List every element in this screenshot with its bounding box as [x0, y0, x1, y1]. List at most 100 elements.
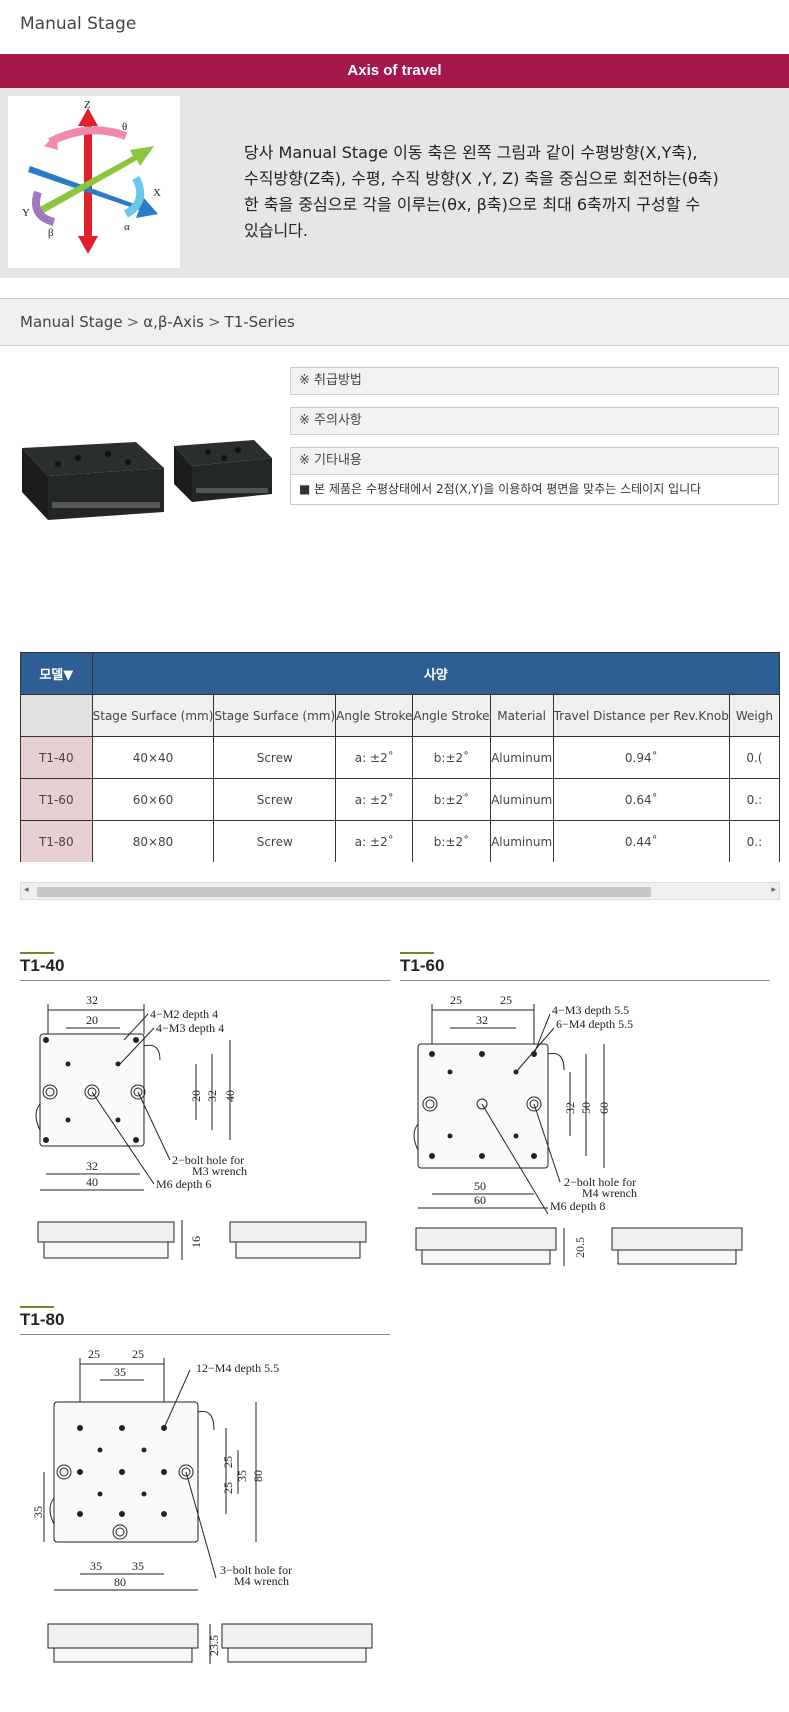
table-cell: 60×60 — [91, 778, 215, 821]
column-header: Material — [489, 694, 554, 737]
dim-label: 35 — [132, 1559, 144, 1573]
axis-label-x: X — [153, 187, 161, 199]
drawing-t1-60: T1-60 25 25 32 4−M3 depth 5.5 6−M4 dep — [400, 956, 770, 1276]
model-header[interactable]: 모델▼ — [20, 652, 93, 695]
axis-description-line: 수직방향(Z축), 수평, 수직 방향(X ,Y, Z) 축을 중심으로 회전하… — [244, 169, 719, 188]
dim-label: M3 wrench — [192, 1164, 247, 1178]
breadcrumb: Manual Stage > α,β-Axis > T1-Series — [20, 313, 295, 331]
dim-label: 2−bolt hole for — [564, 1175, 636, 1189]
column-header: Angle Stroke — [412, 694, 491, 737]
breadcrumb-item-axis[interactable]: α,β-Axis — [143, 313, 204, 331]
table-row: T1-60 60×60 Screw a: ±2˚ b:±2˚ Aluminum … — [20, 778, 780, 821]
column-header: Angle Stroke — [335, 694, 414, 737]
dim-label: M4 wrench — [234, 1574, 289, 1588]
dim-label: 32 — [86, 1159, 98, 1173]
model-subheader — [20, 694, 93, 737]
table-cell: 40×40 — [91, 736, 215, 779]
table-cell: b:±2˚ — [412, 778, 491, 821]
drawing-title: T1-60 — [400, 956, 770, 976]
drawing-t1-40: T1-40 32 20 4−M2 depth 4 4−M3 depth — [20, 956, 390, 1276]
dim-label: 40 — [86, 1175, 98, 1189]
dim-label: 32 — [205, 1090, 219, 1102]
table-cell: Aluminum — [489, 778, 554, 821]
dim-label: 35 — [90, 1559, 102, 1573]
dim-label: 20 — [189, 1090, 203, 1102]
dim-label: 25 — [500, 993, 512, 1007]
table-cell: 0.( — [728, 736, 780, 779]
dim-label: 25 — [450, 993, 462, 1007]
table-row: T1-80 80×80 Screw a: ±2˚ b:±2˚ Aluminum … — [20, 820, 780, 862]
info-description: ■ 본 제품은 수평상태에서 2점(X,Y)을 이용하여 평면을 맞추는 스테이… — [290, 475, 779, 505]
table-cell: a: ±2˚ — [335, 736, 414, 779]
table-cell: Screw — [213, 778, 337, 821]
dim-label: 32 — [476, 1013, 488, 1027]
table-cell: Screw — [213, 736, 337, 779]
breadcrumb-separator: > — [207, 313, 221, 331]
info-other[interactable]: ※ 기타내용 — [290, 447, 779, 475]
model-cell[interactable]: T1-60 — [20, 778, 93, 821]
axis-description-line: 한 축을 중심으로 각을 이루는(θx, β축)으로 최대 6축까지 구성할 수 — [244, 195, 701, 214]
dim-label: M4 wrench — [582, 1186, 637, 1200]
axis-of-travel-header: Axis of travel — [0, 54, 789, 88]
table-cell: a: ±2˚ — [335, 820, 414, 862]
dim-label: 4−M3 depth 5.5 — [552, 1003, 629, 1017]
model-cell[interactable]: T1-40 — [20, 736, 93, 779]
spec-table-container: 모델▼ 사양 Stage Surface (mm) Stage Surface … — [20, 652, 780, 862]
table-cell: 0.44˚ — [552, 820, 730, 862]
dim-label: 16 — [189, 1236, 203, 1248]
info-caution[interactable]: ※ 주의사항 — [290, 407, 779, 435]
table-cell: 0.: — [728, 778, 780, 821]
table-cell: 80×80 — [91, 820, 215, 862]
dim-label: 20.5 — [573, 1237, 587, 1258]
scroll-right-icon[interactable]: ▸ — [771, 885, 776, 895]
table-cell: Aluminum — [489, 820, 554, 862]
page-title: Manual Stage — [20, 14, 137, 34]
dim-label: 3−bolt hole for — [220, 1563, 292, 1577]
axis-label-z: Z — [84, 99, 91, 111]
dim-label: 35 — [235, 1470, 249, 1482]
dim-label: 60 — [474, 1193, 486, 1207]
axis-description-line: 있습니다. — [244, 221, 308, 240]
axis-description: 당사 Manual Stage 이동 축은 왼쪽 그림과 같이 수평방향(X,Y… — [244, 140, 744, 244]
table-cell: 0.94˚ — [552, 736, 730, 779]
dim-label: 2−bolt hole for — [172, 1153, 244, 1167]
dim-label: M6 depth 8 — [550, 1199, 605, 1213]
table-cell: b:±2˚ — [412, 820, 491, 862]
axis-label-beta: β — [48, 227, 54, 239]
dim-label: 35 — [114, 1365, 126, 1379]
table-cell: a: ±2˚ — [335, 778, 414, 821]
column-header: Weigh — [728, 694, 780, 737]
table-row: T1-40 40×40 Screw a: ±2˚ b:±2˚ Aluminum … — [20, 736, 780, 779]
scroll-left-icon[interactable]: ◂ — [24, 885, 29, 895]
info-handling[interactable]: ※ 취급방법 — [290, 367, 779, 395]
horizontal-scrollbar[interactable]: ◂ ▸ — [20, 882, 780, 900]
column-header: Stage Surface (mm) — [91, 694, 215, 737]
drawing-title: T1-40 — [20, 956, 390, 976]
dim-label: 25 — [88, 1347, 100, 1361]
breadcrumb-item-manual-stage[interactable]: Manual Stage — [20, 313, 123, 331]
dim-label: 80 — [114, 1575, 126, 1589]
axis-label-alpha: α — [124, 221, 130, 233]
table-cell: 0.64˚ — [552, 778, 730, 821]
dim-label: 50 — [474, 1179, 486, 1193]
axis-diagram: Z θ X Y α β — [8, 96, 180, 268]
drawing-title: T1-80 — [20, 1310, 390, 1330]
table-cell: 0.: — [728, 820, 780, 862]
spec-header: 사양 — [91, 652, 780, 695]
table-cell: b:±2˚ — [412, 736, 491, 779]
dim-label: 25 — [132, 1347, 144, 1361]
dim-label: 25 — [221, 1482, 235, 1494]
breadcrumb-item-series[interactable]: T1-Series — [224, 313, 295, 331]
axis-label-y: Y — [22, 207, 30, 219]
dim-label: 60 — [597, 1102, 611, 1114]
dim-label: 25 — [221, 1456, 235, 1468]
dim-label: 4−M3 depth 4 — [156, 1021, 224, 1035]
axis-label-theta: θ — [122, 121, 127, 133]
info-panel: ※ 취급방법 ※ 주의사항 ※ 기타내용 ■ 본 제품은 수평상태에서 2점(X… — [290, 367, 779, 505]
scroll-thumb[interactable] — [37, 887, 651, 897]
axis-description-line: 당사 Manual Stage 이동 축은 왼쪽 그림과 같이 수평방향(X,Y… — [244, 143, 698, 162]
model-cell[interactable]: T1-80 — [20, 820, 93, 862]
dim-label: 50 — [579, 1102, 593, 1114]
column-header: Stage Surface (mm) — [213, 694, 337, 737]
dim-label: 4−M2 depth 4 — [150, 1007, 218, 1021]
